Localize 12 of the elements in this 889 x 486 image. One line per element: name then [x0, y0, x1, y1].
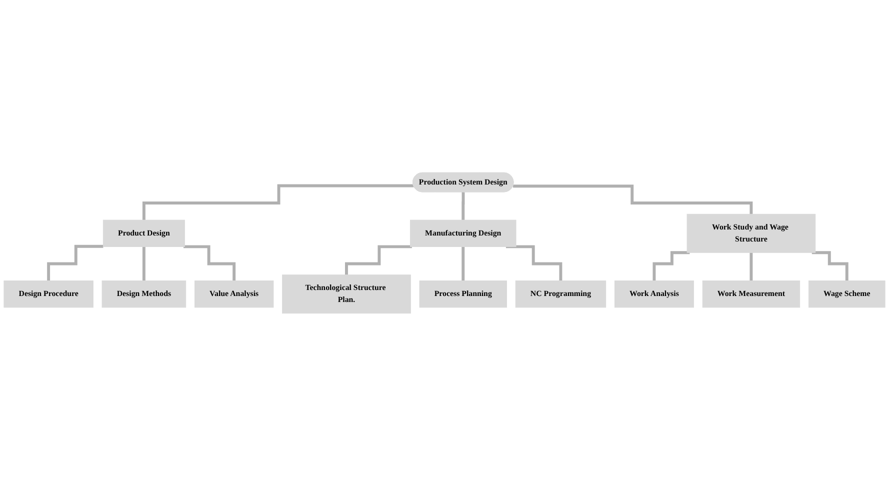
connector — [184, 245, 236, 282]
connector — [750, 251, 753, 282]
connector — [513, 184, 753, 216]
connector — [462, 190, 465, 222]
connector — [652, 251, 690, 282]
connector — [506, 245, 562, 282]
connector — [462, 245, 465, 282]
connector — [812, 251, 848, 282]
connector — [142, 184, 414, 222]
connector — [47, 244, 104, 282]
connector — [142, 245, 146, 282]
connector — [345, 245, 412, 276]
